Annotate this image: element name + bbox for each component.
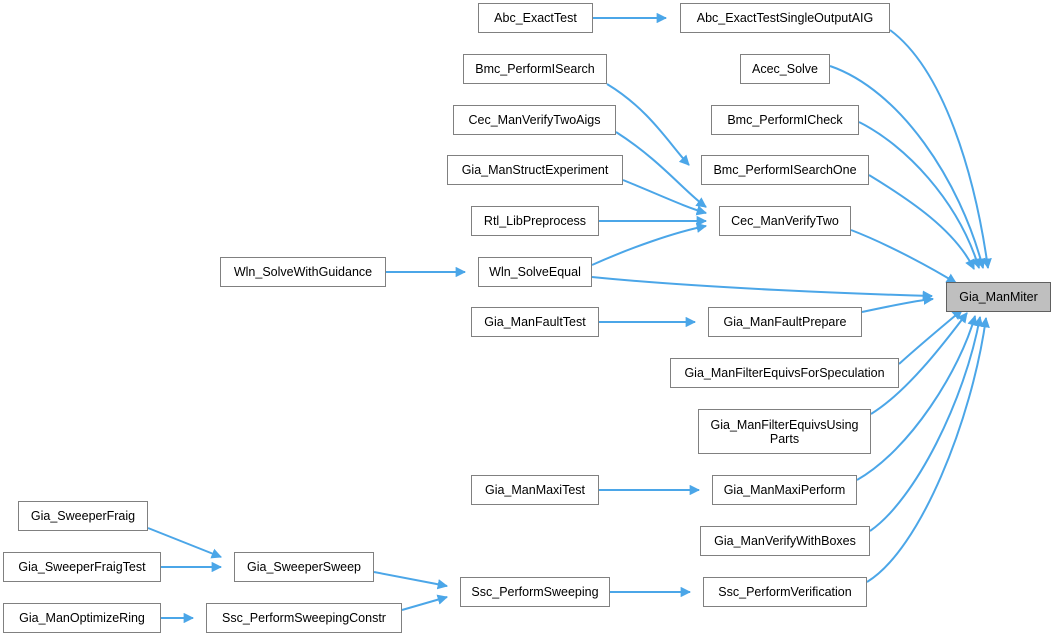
graph-node-label: Gia_ManFaultPrepare <box>723 315 847 329</box>
graph-node-label: Rtl_LibPreprocess <box>483 214 587 228</box>
graph-edge-gia_manstructexperiment-to-cec_manverifytwo <box>622 179 707 216</box>
edges-group <box>147 12 992 624</box>
graph-node-bmc_performisearch[interactable]: Bmc_PerformISearch <box>463 54 607 84</box>
graph-node-label: Gia_ManMaxiPerform <box>723 483 846 497</box>
graph-node-gia_manfilterequivsusingparts[interactable]: Gia_ManFilterEquivsUsing Parts <box>698 409 871 454</box>
graph-node-abc_exacttest[interactable]: Abc_ExactTest <box>478 3 593 33</box>
graph-node-label: Gia_ManMiter <box>959 290 1038 304</box>
graph-node-label: Gia_ManFilterEquivsUsing Parts <box>710 417 859 446</box>
graph-edge-ssc_performsweepingconstr-to-ssc_performsweeping <box>401 594 448 611</box>
graph-node-label: Bmc_PerformISearchOne <box>713 163 857 177</box>
graph-node-label: Abc_ExactTest <box>494 11 577 25</box>
graph-edge-wln_solveequal-to-cec_manverifytwo <box>591 222 708 266</box>
graph-edge-bmc_performisearch-to-bmc_performisearchone <box>606 83 690 166</box>
graph-node-label: Bmc_PerformISearch <box>475 62 595 76</box>
graph-node-ssc_performverification[interactable]: Ssc_PerformVerification <box>703 577 867 607</box>
graph-node-abc_exacttestsingleoutputaig[interactable]: Abc_ExactTestSingleOutputAIG <box>680 3 890 33</box>
graph-edge-gia_sweeperfraig-to-gia_sweepersweep <box>147 527 222 559</box>
graph-edge-gia_sweepersweep-to-ssc_performsweeping <box>373 571 449 590</box>
graph-node-label: Gia_ManStructExperiment <box>461 163 609 177</box>
graph-edge-cec_manverifytwoaigs-to-cec_manverifytwo <box>615 131 707 208</box>
graph-node-ssc_performsweepingconstr[interactable]: Ssc_PerformSweepingConstr <box>206 603 402 633</box>
graph-edge-acec_solve-to-gia_manmiter <box>829 65 986 270</box>
graph-edge-gia_manfaultprepare-to-gia_manmiter <box>861 294 935 313</box>
graph-node-label: Gia_ManOptimizeRing <box>19 611 145 625</box>
graph-node-acec_solve[interactable]: Acec_Solve <box>740 54 830 84</box>
graph-edge-gia_manfilterequivsforspeculation-to-gia_manmiter <box>898 309 963 365</box>
graph-node-gia_manfaulttest[interactable]: Gia_ManFaultTest <box>471 307 599 337</box>
graph-node-gia_manmaxiperform[interactable]: Gia_ManMaxiPerform <box>712 475 857 505</box>
graph-node-label: Acec_Solve <box>751 62 818 76</box>
graph-node-ssc_performsweeping[interactable]: Ssc_PerformSweeping <box>460 577 610 607</box>
graph-node-label: Cec_ManVerifyTwo <box>731 214 839 228</box>
graph-edge-gia_manfilterequivsusingparts-to-gia_manmiter <box>870 312 968 415</box>
graph-node-gia_sweeperfraig[interactable]: Gia_SweeperFraig <box>18 501 148 531</box>
graph-node-wln_solveequal[interactable]: Wln_SolveEqual <box>478 257 592 287</box>
graph-edge-bmc_performisearchone-to-gia_manmiter <box>868 174 975 270</box>
graph-node-label: Cec_ManVerifyTwoAigs <box>468 113 601 127</box>
graph-node-label: Ssc_PerformSweepingConstr <box>222 611 386 625</box>
graph-node-cec_manverifytwoaigs[interactable]: Cec_ManVerifyTwoAigs <box>453 105 616 135</box>
graph-node-bmc_performicheck[interactable]: Bmc_PerformICheck <box>711 105 859 135</box>
graph-node-rtl_libpreprocess[interactable]: Rtl_LibPreprocess <box>471 206 599 236</box>
graph-edge-ssc_performverification-to-gia_manmiter <box>866 316 990 583</box>
graph-node-label: Gia_SweeperSweep <box>247 560 361 574</box>
graph-node-label: Abc_ExactTestSingleOutputAIG <box>696 11 874 25</box>
graph-node-label: Wln_SolveWithGuidance <box>233 265 373 279</box>
graph-node-label: Gia_ManVerifyWithBoxes <box>714 534 856 548</box>
graph-node-gia_manfaultprepare[interactable]: Gia_ManFaultPrepare <box>708 307 862 337</box>
graph-node-gia_manverifywithboxes[interactable]: Gia_ManVerifyWithBoxes <box>700 526 870 556</box>
graph-edge-gia_manverifywithboxes-to-gia_manmiter <box>869 315 984 532</box>
graph-node-label: Gia_SweeperFraigTest <box>18 560 146 574</box>
graph-node-gia_manstructexperiment[interactable]: Gia_ManStructExperiment <box>447 155 623 185</box>
graph-node-label: Wln_SolveEqual <box>489 265 581 279</box>
graph-node-bmc_performisearchone[interactable]: Bmc_PerformISearchOne <box>701 155 869 185</box>
graph-node-gia_sweepersweep[interactable]: Gia_SweeperSweep <box>234 552 374 582</box>
graph-node-gia_manmaxitest[interactable]: Gia_ManMaxiTest <box>471 475 599 505</box>
graph-edge-abc_exacttestsingleoutputaig-to-gia_manmiter <box>889 29 992 270</box>
graph-node-label: Ssc_PerformVerification <box>718 585 852 599</box>
graph-node-gia_manoptimizering[interactable]: Gia_ManOptimizeRing <box>3 603 161 633</box>
graph-node-label: Gia_ManFaultTest <box>484 315 586 329</box>
graph-node-gia_manmiter[interactable]: Gia_ManMiter <box>946 282 1051 312</box>
graph-node-cec_manverifytwo[interactable]: Cec_ManVerifyTwo <box>719 206 851 236</box>
graph-edge-wln_solveequal-to-gia_manmiter <box>591 276 934 301</box>
graph-node-label: Gia_ManFilterEquivsForSpeculation <box>684 366 885 380</box>
graph-node-label: Gia_SweeperFraig <box>30 509 136 523</box>
graph-edge-gia_manmaxiperform-to-gia_manmiter <box>856 314 978 481</box>
graph-node-label: Gia_ManMaxiTest <box>484 483 586 497</box>
graph-edge-bmc_performicheck-to-gia_manmiter <box>858 121 982 269</box>
graph-node-gia_sweeperfraigtest[interactable]: Gia_SweeperFraigTest <box>3 552 161 582</box>
graph-node-label: Ssc_PerformSweeping <box>471 585 599 599</box>
graph-node-gia_manfilterequivsforspeculation[interactable]: Gia_ManFilterEquivsForSpeculation <box>670 358 899 388</box>
graph-edge-cec_manverifytwo-to-gia_manmiter <box>850 229 957 284</box>
graph-node-wln_solvewithguidance[interactable]: Wln_SolveWithGuidance <box>220 257 386 287</box>
graph-node-label: Bmc_PerformICheck <box>727 113 843 127</box>
